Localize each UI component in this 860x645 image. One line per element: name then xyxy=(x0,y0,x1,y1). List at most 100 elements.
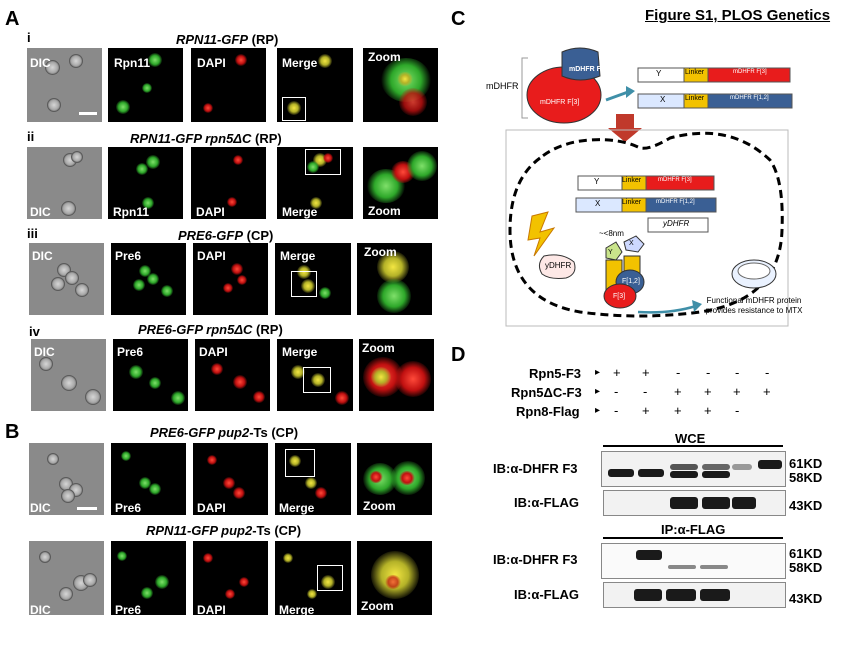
size-label: 58KD xyxy=(789,560,823,575)
f12-blob xyxy=(561,47,601,81)
dapi-panel-i: DAPI xyxy=(191,48,266,122)
mark: - xyxy=(706,365,711,380)
panel-label: Zoom xyxy=(361,599,394,613)
panel-label: Merge xyxy=(282,56,318,70)
row-title-iv: PRE6-GFP rpn5ΔC (RP) xyxy=(138,322,283,337)
arrow-teal-1 xyxy=(605,90,629,102)
row-label-iv: iv xyxy=(29,324,40,339)
panel-label: Merge xyxy=(280,249,316,263)
mark: + xyxy=(642,365,650,380)
scale-bar xyxy=(77,507,97,510)
gfp-panel-iii: Pre6 xyxy=(111,243,186,315)
mark: - xyxy=(614,384,619,399)
panel-label: DIC xyxy=(30,56,51,70)
construct-y-frag: mDHFR F[3] xyxy=(733,69,767,75)
gfp-panel-b2: Pre6 xyxy=(111,541,186,615)
zoom-panel-iii: Zoom xyxy=(357,243,432,315)
panel-label: Zoom xyxy=(368,204,401,218)
f3-small-label: F[3] xyxy=(613,293,626,300)
merge-panel-b2: Merge xyxy=(275,541,351,615)
construct-x-linker: Linker xyxy=(685,95,705,102)
functional-caption: Functional mDHFR protein provides resist… xyxy=(705,296,803,315)
panel-label: DIC xyxy=(32,249,53,263)
dic-panel-b1: DIC xyxy=(29,443,104,515)
size-label: 43KD xyxy=(789,498,823,513)
mark: + xyxy=(704,403,712,418)
wce-line xyxy=(603,445,783,447)
figure-title: Figure S1, PLOS Genetics xyxy=(645,7,831,24)
legend-arrow: ▸ xyxy=(595,405,601,416)
panel-letter-d: D xyxy=(451,344,466,366)
row-title-b2: RPN11-GFP pup2-Ts (CP) xyxy=(146,523,302,538)
panel-label: Merge xyxy=(279,501,315,515)
panel-letter-c: C xyxy=(451,8,466,30)
mark: + xyxy=(763,384,771,399)
merge-panel-iv: Merge xyxy=(277,339,353,411)
blot-label-4: IB:α-FLAG xyxy=(514,587,580,602)
legend-rpn5dc-f3: Rpn5ΔC-F3 xyxy=(511,385,582,400)
construct-x-tag: X xyxy=(660,95,666,104)
panel-label: DIC xyxy=(30,205,51,219)
mark: - xyxy=(765,365,770,380)
y-circle-label: Y xyxy=(608,249,613,256)
merge-panel-ii: Merge xyxy=(277,147,353,219)
row-title-i: RPN11-GFP (RP) xyxy=(176,32,279,47)
mark: - xyxy=(676,365,681,380)
row-label-ii: ii xyxy=(27,129,35,144)
panel-label: Pre6 xyxy=(115,501,142,515)
panel-label: Pre6 xyxy=(115,603,142,615)
zoom-box xyxy=(291,271,317,297)
distance-label: ~<8nm xyxy=(599,229,624,238)
gfp-panel-i: Rpn11 xyxy=(108,48,183,122)
dic-panel-iii: DIC xyxy=(29,243,104,315)
merge-panel-b1: Merge xyxy=(275,443,351,515)
dapi-panel-b2: DAPI xyxy=(193,541,268,615)
panel-label: DIC xyxy=(30,501,51,515)
blot-label-3: IB:α-DHFR F3 xyxy=(493,552,578,567)
blot-label-2: IB:α-FLAG xyxy=(514,495,580,510)
row-label-iii: iii xyxy=(27,226,38,241)
merge-panel-i: Merge xyxy=(277,48,353,122)
f12-label: mDHFR F[1,2] xyxy=(569,66,616,73)
dapi-panel-iii: DAPI xyxy=(193,243,268,315)
panel-label: Zoom xyxy=(362,341,395,355)
panel-label: Zoom xyxy=(364,245,397,259)
panel-label: DAPI xyxy=(197,603,226,615)
inner-x-frag: mDHFR F[1,2] xyxy=(656,199,695,205)
size-label: 61KD xyxy=(789,546,823,561)
row-title-b1: PRE6-GFP pup2-Ts (CP) xyxy=(150,425,299,440)
mark: - xyxy=(643,384,648,399)
zoom-box xyxy=(282,97,306,121)
panel-label: Zoom xyxy=(368,50,401,64)
dapi-panel-ii: DAPI xyxy=(191,147,266,219)
construct-y-linker: Linker xyxy=(685,69,705,76)
panel-label: DAPI xyxy=(197,56,226,70)
inner-x-linker: Linker xyxy=(622,199,642,206)
ydhfr-blob-label: yDHFR xyxy=(545,261,572,270)
blot-ip-flag xyxy=(603,582,786,608)
panel-label: Rpn11 xyxy=(113,205,150,219)
mark: + xyxy=(642,403,650,418)
merge-panel-iii: Merge xyxy=(275,243,351,315)
row-title-ii: RPN11-GFP rpn5ΔC (RP) xyxy=(130,131,282,146)
dic-panel-b2: DIC xyxy=(29,541,104,615)
dic-panel-iv: DIC xyxy=(31,339,106,411)
ip-line xyxy=(603,537,783,539)
ydhfr-box-label: yDHFR xyxy=(663,219,690,228)
mark: + xyxy=(674,403,682,418)
legend-rpn5-f3: Rpn5-F3 xyxy=(529,366,581,381)
construct-x-frag: mDHFR F[1,2] xyxy=(730,95,769,101)
blot-wce-flag xyxy=(603,490,786,516)
lightning-bolt xyxy=(527,211,556,257)
panel-label: Merge xyxy=(282,205,318,219)
panel-label: Zoom xyxy=(363,499,396,513)
dapi-panel-iv: DAPI xyxy=(195,339,270,411)
dic-panel-ii: DIC xyxy=(27,147,102,219)
row-title-iii: PRE6-GFP (CP) xyxy=(178,228,274,243)
legend-rpn8-flag: Rpn8-Flag xyxy=(516,404,580,419)
panel-label: Pre6 xyxy=(117,345,144,359)
x-circle-label: X xyxy=(629,240,634,247)
legend-arrow: ▸ xyxy=(595,386,601,397)
f3-label: mDHFR F[3] xyxy=(540,99,580,106)
arrow-teal-2 xyxy=(637,304,697,314)
